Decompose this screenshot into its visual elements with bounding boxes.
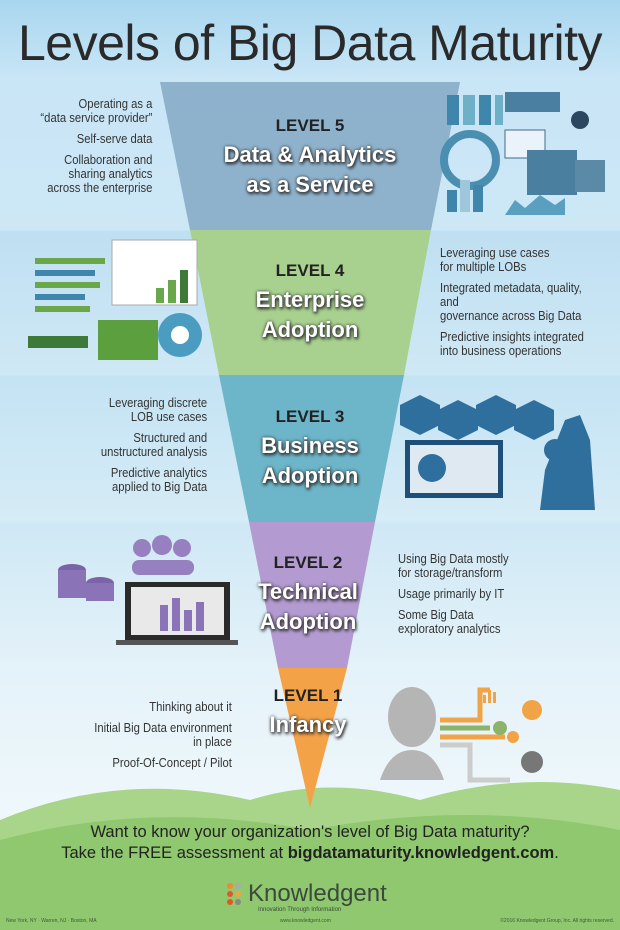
enterprise-illustration [28,239,202,360]
funnel-level-5 [160,82,460,230]
footer-website[interactable]: www.knowledgent.com [280,918,331,924]
level-5-bullets: Operating as a“data service provider” Se… [40,97,152,202]
funnel-level-3 [219,375,404,522]
bullet: Self-serve data [76,132,152,146]
business-illustration [400,395,595,510]
funnel-level-2 [249,522,375,668]
funnel-level-1 [278,668,347,808]
level-3-label: LEVEL 3 Business Adoption [261,407,359,488]
page-title: Levels of Big Data Maturity [18,15,603,71]
level-4-label: LEVEL 4 Enterprise Adoption [255,261,365,342]
bullet: Operating as a“data service provider” [40,97,152,125]
infancy-illustration [380,687,543,783]
analytics-service-illustration [440,92,605,215]
level-1-bullets: Thinking about it Initial Big Data envir… [94,700,232,770]
footer-locations: New York, NY · Warren, NJ · Boston, MA [6,918,97,924]
call-to-action: Want to know your organization's level o… [61,823,559,862]
footer-copyright: ©2016 Knowledgent Group, Inc. All rights… [500,918,614,924]
knowledgent-logo-mark [227,883,241,905]
level-2-label: LEVEL 2 Technical Adoption [258,553,358,634]
technical-illustration [58,535,238,645]
knowledgent-logo: Knowledgent Innovation Through Informati… [248,880,387,913]
hills-front [0,815,620,930]
level-5-label: LEVEL 5 Data & Analytics as a Service [223,116,397,197]
assessment-link[interactable]: bigdatamaturity.knowledgent.com [287,844,555,862]
funnel-level-4 [190,230,431,375]
level-1-label: LEVEL 1 Infancy [269,686,347,737]
